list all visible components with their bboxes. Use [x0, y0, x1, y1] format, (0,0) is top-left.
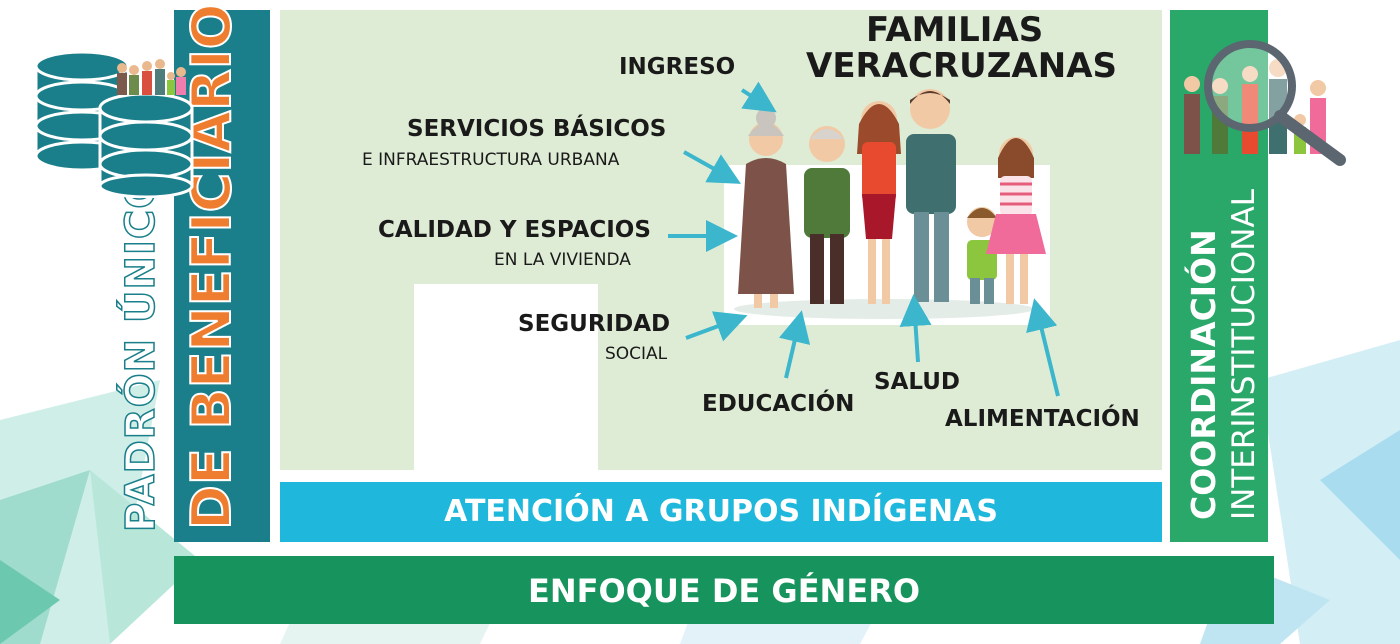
- arrow-educacion: [778, 310, 811, 379]
- mother-figure: [857, 101, 901, 304]
- right-pillar-line2: INTERINSTITUCIONAL: [1226, 189, 1262, 520]
- indigenas-bar-label: ATENCIÓN A GRUPOS INDÍGENAS: [444, 494, 998, 529]
- family-illustration: [734, 89, 1046, 319]
- panel-white-notch: [414, 284, 598, 470]
- arrow-salud: [899, 294, 932, 363]
- title-line1: FAMILIAS: [866, 10, 1044, 50]
- grandmother-figure: [738, 108, 794, 308]
- arrow-seguridad: [685, 311, 748, 342]
- magnifier-icon: [1184, 40, 1346, 166]
- factor-alimentacion: ALIMENTACIÓN: [945, 406, 1140, 432]
- arrow-alimentacion: [1026, 298, 1060, 397]
- factor-calidad-sub: EN LA VIVIENDA: [494, 250, 631, 270]
- factor-salud: SALUD: [874, 369, 960, 395]
- genero-bar-label: ENFOQUE DE GÉNERO: [527, 572, 921, 610]
- factor-calidad: CALIDAD Y ESPACIOS: [378, 217, 651, 243]
- left-pillar: [174, 10, 270, 542]
- factor-seguridad-sub: SOCIAL: [605, 344, 668, 364]
- arrow-servicios: [683, 150, 741, 184]
- database-icon: [34, 50, 194, 198]
- grandfather-figure: [804, 126, 850, 304]
- indigenas-bar: [280, 482, 1162, 542]
- title-line2: VERACRUZANAS: [806, 46, 1117, 86]
- factor-ingreso: INGRESO: [619, 54, 736, 80]
- daughter-figure: [986, 137, 1046, 304]
- factor-servicios-sub: E INFRAESTRUCTURA URBANA: [362, 150, 620, 170]
- factor-servicios: SERVICIOS BÁSICOS: [407, 116, 667, 142]
- right-pillar-line1: COORDINACIÓN: [1184, 229, 1223, 520]
- father-figure: [906, 89, 956, 302]
- genero-bar: [174, 556, 1274, 624]
- factor-seguridad: SEGURIDAD: [518, 311, 671, 337]
- factor-educacion: EDUCACIÓN: [702, 391, 855, 417]
- arrow-ingreso: [740, 81, 777, 113]
